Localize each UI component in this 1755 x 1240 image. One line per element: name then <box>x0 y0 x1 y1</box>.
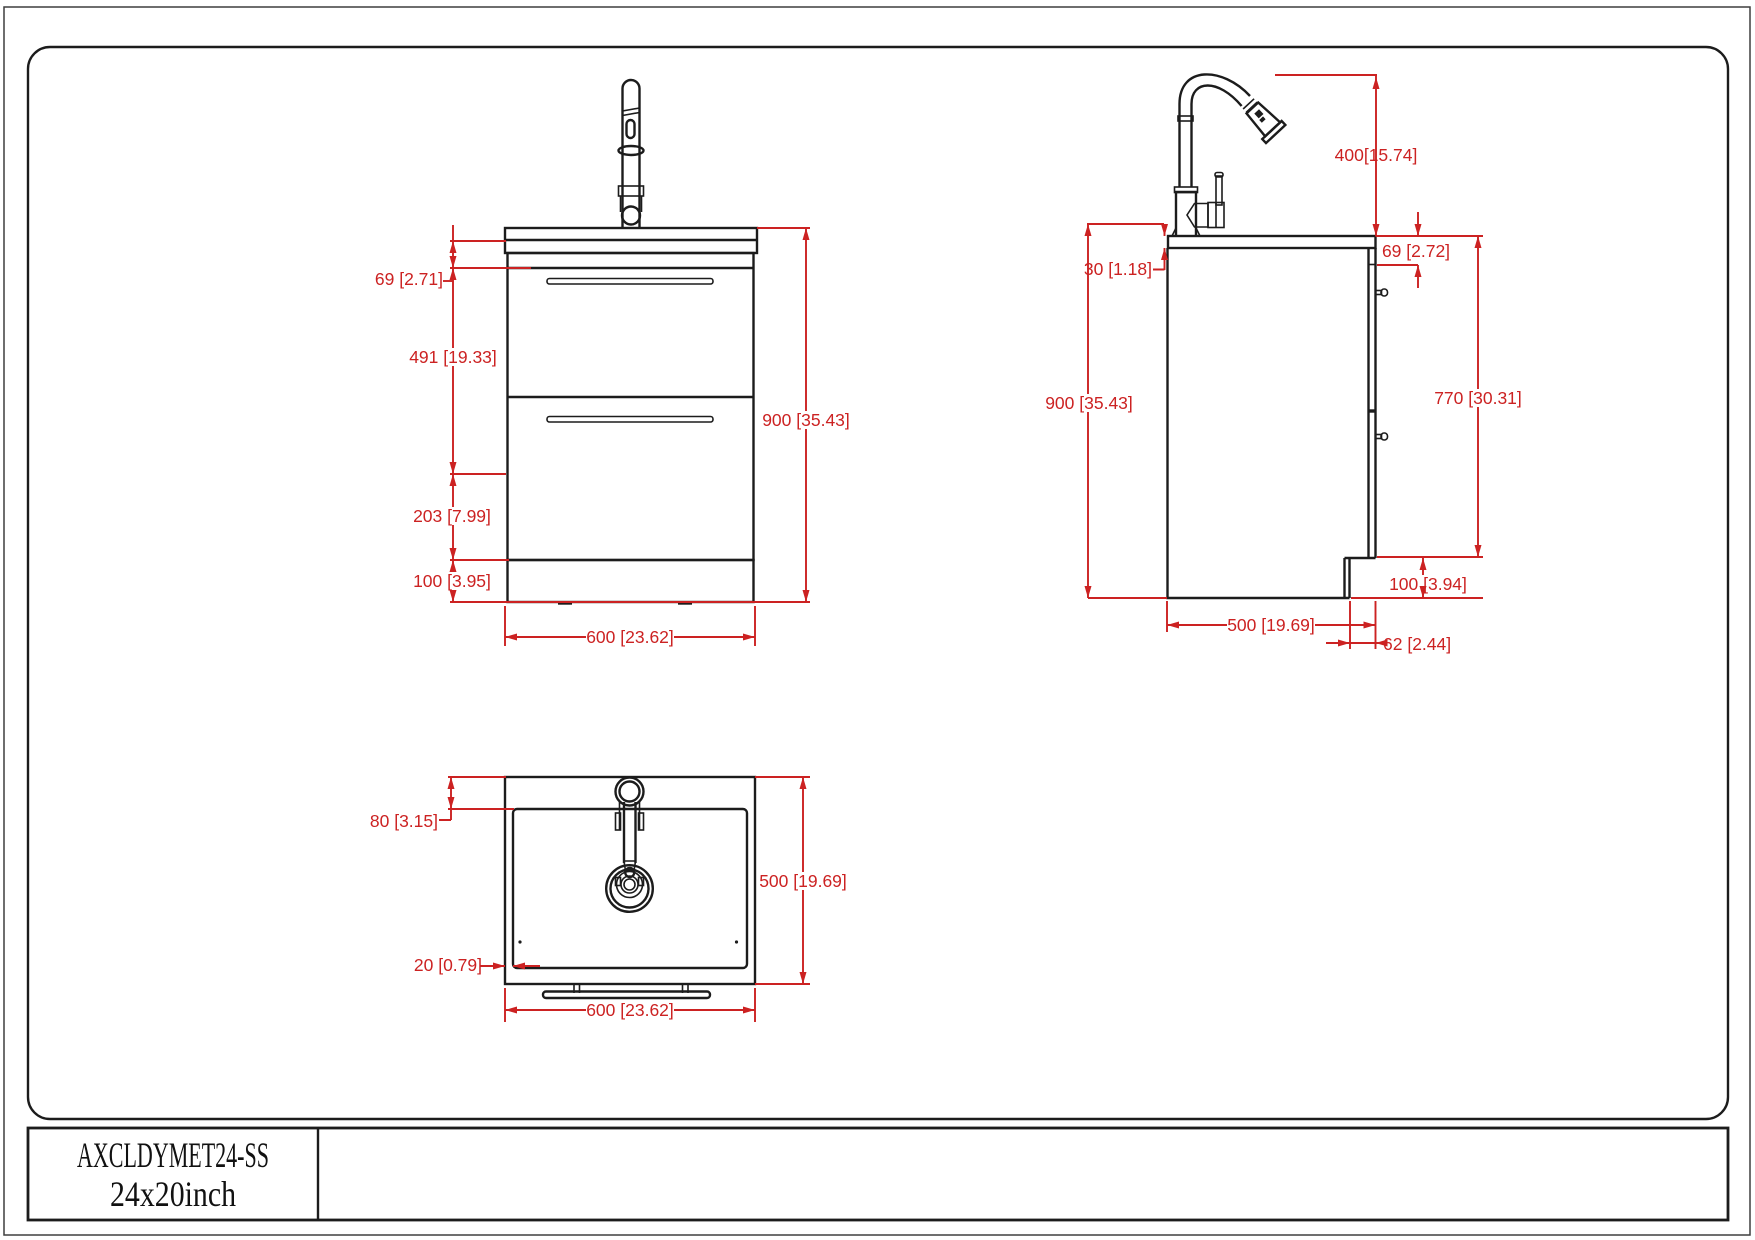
dim-top-500: 500 [19.69] <box>759 871 847 891</box>
dim-side-770: 770 [30.31] <box>1434 388 1522 408</box>
dim-front-100: 100 [3.95] <box>413 571 491 591</box>
dim-front-900: 900 [35.43] <box>762 410 850 430</box>
top-view <box>503 775 757 1000</box>
top-view-dimensions: 80 [3.15] 500 [19.69] 20 [0.79] 600 [23.… <box>370 776 847 1022</box>
title-size: 24x20inch <box>110 1174 236 1214</box>
page-outer-border <box>3 6 1751 1236</box>
dim-side-400: 400[15.74] <box>1335 145 1418 165</box>
dim-side-500: 500 [19.69] <box>1227 615 1315 635</box>
dim-side-62: 62 [2.44] <box>1383 634 1451 654</box>
drawer-handle-bottom <box>546 415 714 423</box>
side-faucet <box>1171 73 1288 237</box>
title-model: AXCLDYMET24-SS <box>77 1135 269 1175</box>
dim-front-69: 69 [2.71] <box>375 269 443 289</box>
front-faucet <box>617 78 645 228</box>
dim-front-600: 600 [23.62] <box>586 627 674 647</box>
top-drain <box>605 864 655 914</box>
side-view-dimensions: 400[15.74] 30 [1.18] 69 [2.72] 900 [35.4… <box>1045 74 1522 654</box>
drawer-handle-top <box>546 277 714 285</box>
top-faucet <box>614 776 645 879</box>
title-block: AXCLDYMET24-SS 24x20inch <box>26 1126 1730 1222</box>
dim-side-69: 69 [2.72] <box>1382 241 1450 261</box>
dim-side-900: 900 [35.43] <box>1045 393 1133 413</box>
drawer-knobs <box>1374 288 1389 441</box>
dim-side-100: 100 [3.94] <box>1389 574 1467 594</box>
dim-top-20: 20 [0.79] <box>414 955 482 975</box>
front-view <box>503 78 759 605</box>
front-view-dimensions: 69 [2.71] 491 [19.33] 203 [7.99] 100 [3.… <box>375 225 850 647</box>
dim-front-491: 491 [19.33] <box>409 347 497 367</box>
dim-side-30: 30 [1.18] <box>1084 259 1152 279</box>
dim-top-600: 600 [23.62] <box>586 1000 674 1020</box>
side-view <box>1166 73 1389 600</box>
dim-front-203: 203 [7.99] <box>413 506 491 526</box>
drawing-frame <box>26 45 1730 1121</box>
dim-top-80: 80 [3.15] <box>370 811 438 831</box>
